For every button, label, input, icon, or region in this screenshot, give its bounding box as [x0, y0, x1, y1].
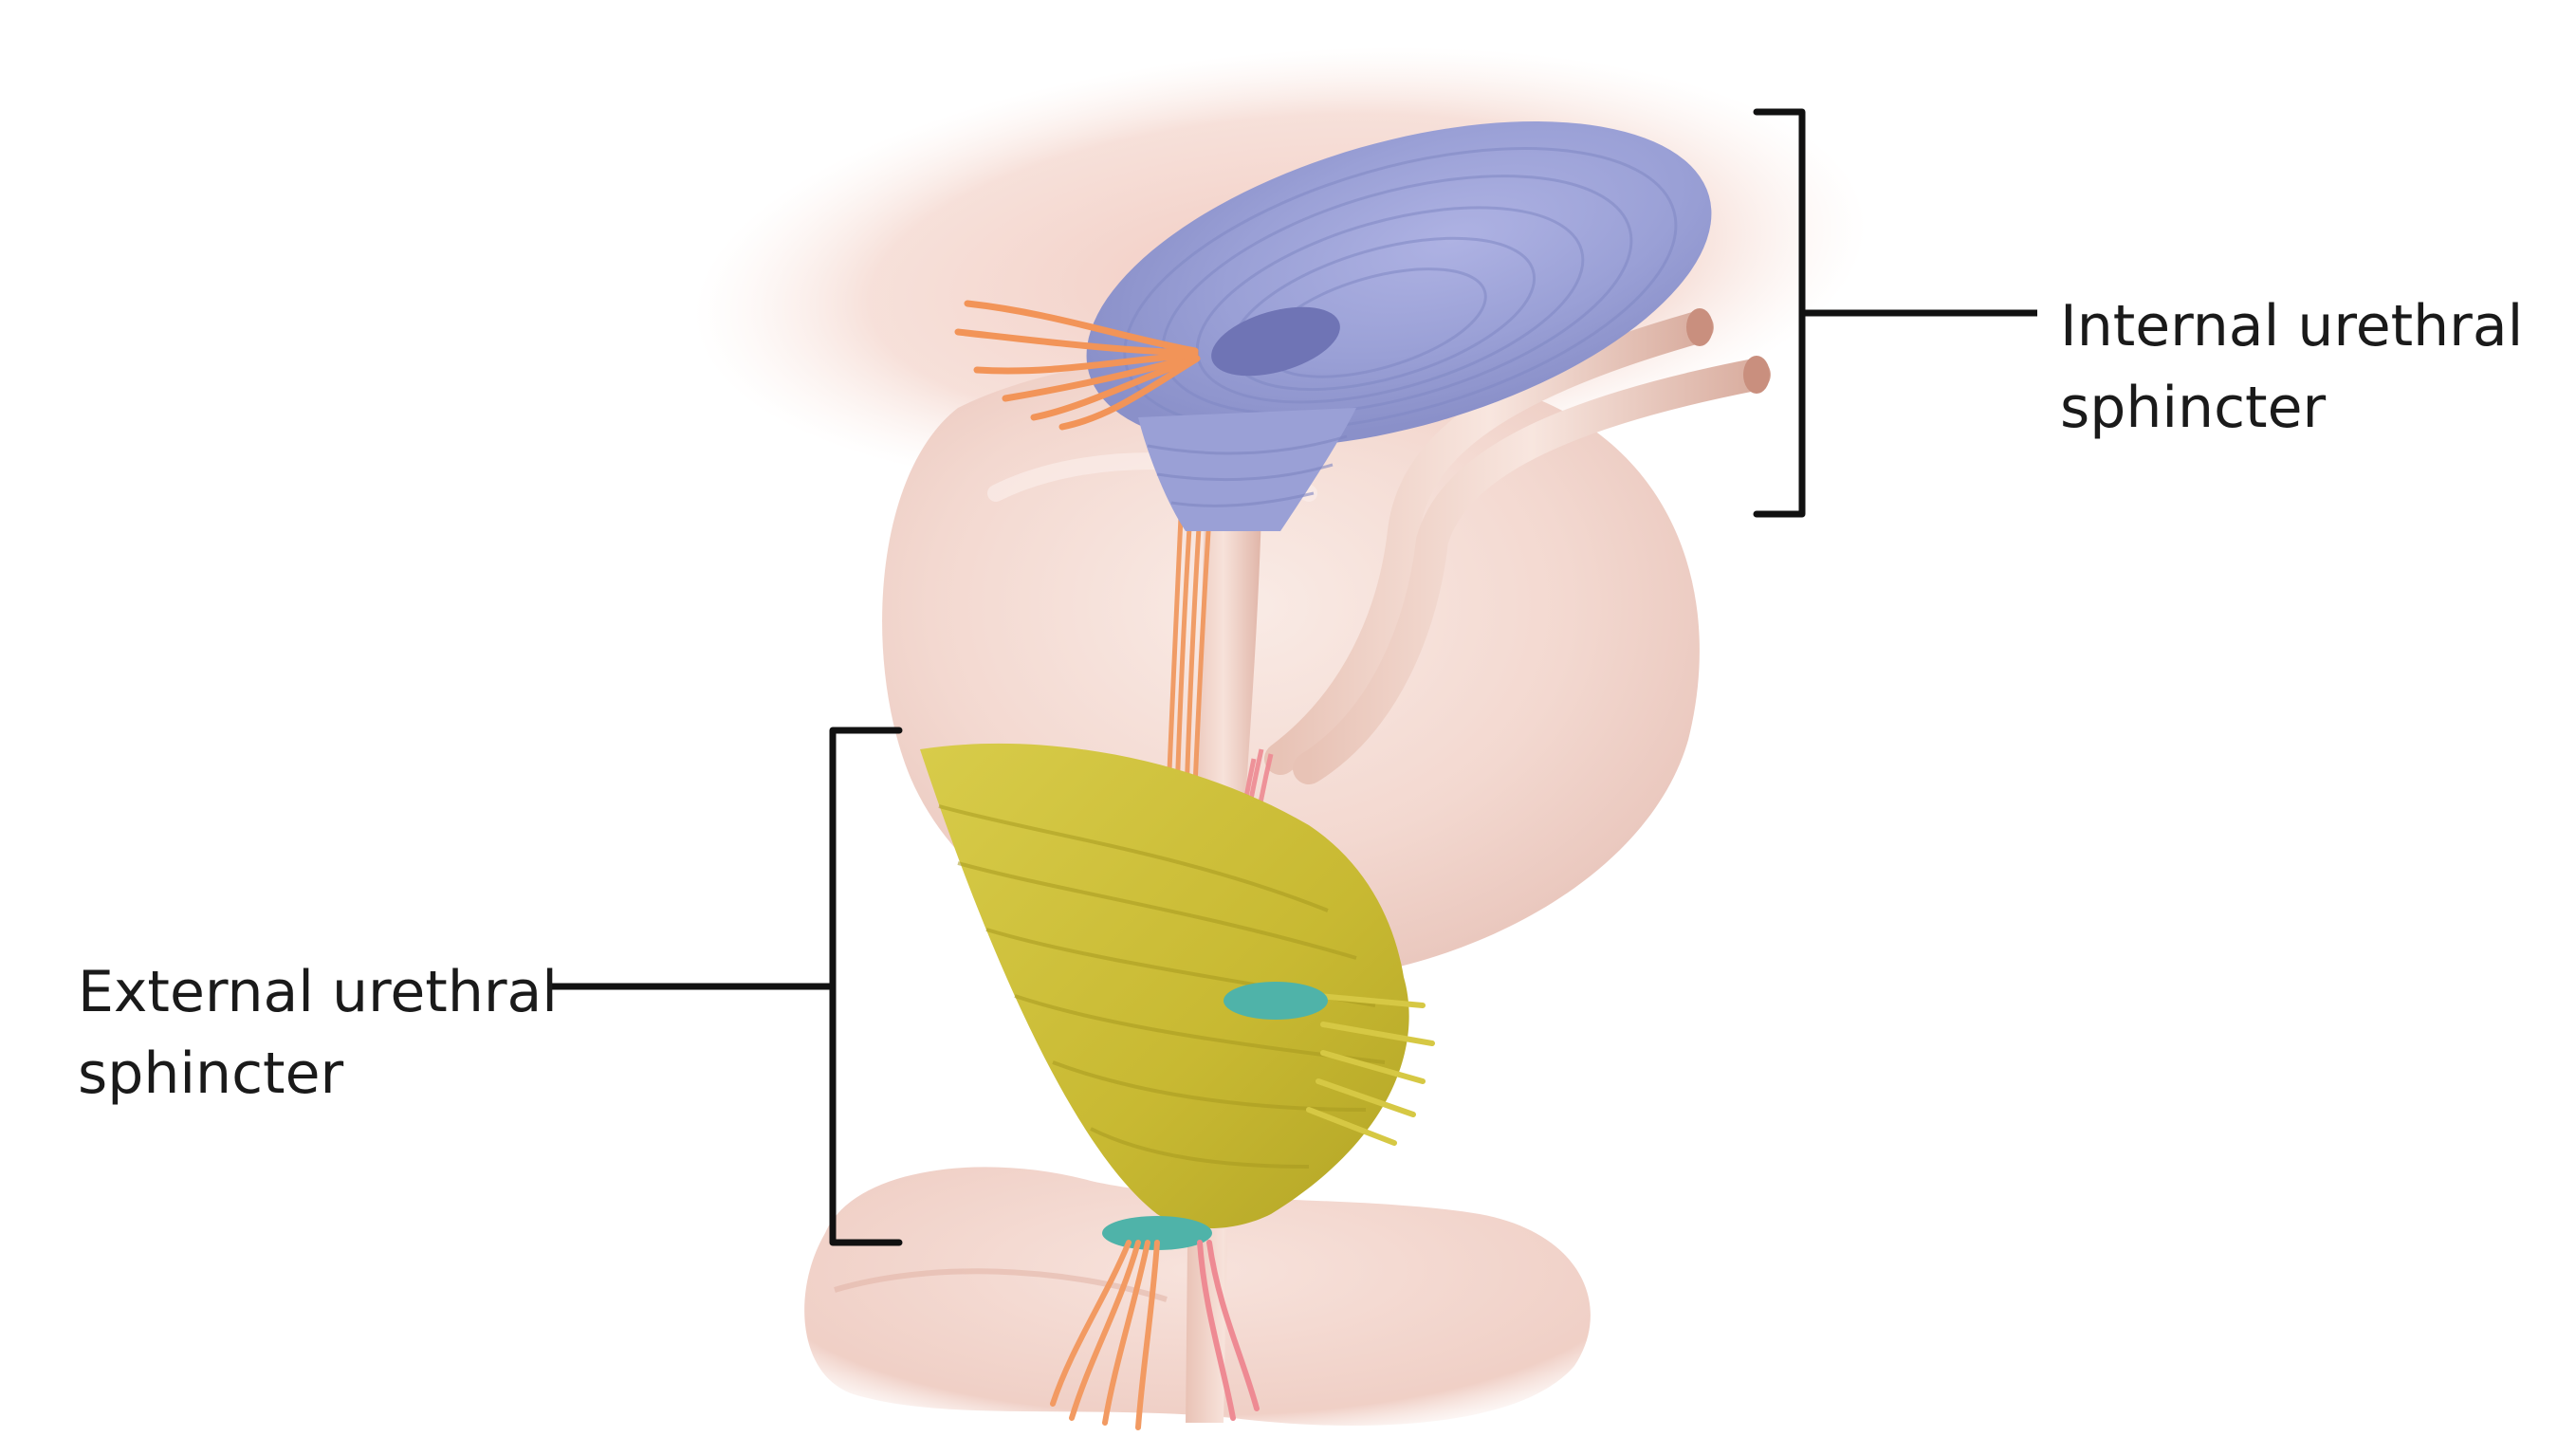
nerve-fan: [954, 300, 1201, 431]
internal-sphincter: [1086, 121, 1712, 531]
external-sphincter: [920, 743, 1435, 1228]
ureter-opening-right: [1743, 356, 1770, 394]
ureter-right: [1293, 359, 1771, 784]
lower-vessel-tail: [1197, 1240, 1260, 1421]
external-label-line1: External urethral: [78, 959, 558, 1025]
internal-label-line2: sphincter: [2060, 375, 2326, 441]
urethral-ring-upper: [1224, 982, 1328, 1020]
external-label-line2: sphincter: [78, 1041, 343, 1107]
external-bracket: [829, 727, 903, 1246]
ureter-opening-left: [1686, 308, 1713, 346]
internal-label-line1: Internal urethral: [2060, 293, 2523, 359]
lower-nerve-tail: [1050, 1240, 1160, 1430]
ureter-left: [1264, 311, 1714, 775]
